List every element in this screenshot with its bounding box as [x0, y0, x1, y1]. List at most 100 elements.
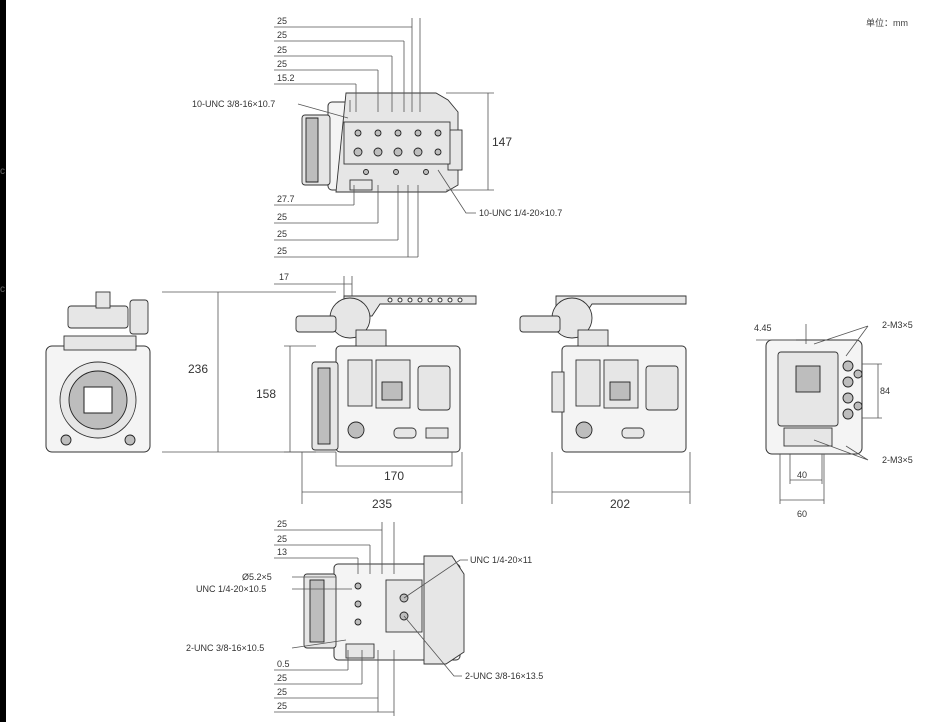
- top-view-lower-dim-0: 27.7: [277, 194, 295, 204]
- bottom-view-plate: [385, 579, 423, 633]
- top-view-callout-left-leader: [297, 103, 349, 119]
- bottom-view-lower-dim-lines: [274, 669, 394, 713]
- rear-view-dim-84: 84: [880, 386, 890, 396]
- side-view-right-dim-202: 202: [610, 497, 630, 511]
- bottom-view-callout-unc-right: UNC 1/4-20×11: [470, 555, 532, 565]
- rear-view-connectors: [842, 360, 863, 420]
- rear-view-445-dim-line: [756, 324, 807, 344]
- side-view-handle-arm: [295, 315, 337, 333]
- side-view-port: [425, 427, 449, 439]
- front-view-handle: [67, 305, 129, 329]
- bottom-view-callout-unc-right-leader: [403, 559, 468, 599]
- bottom-view-mount-ring: [309, 579, 325, 643]
- side-view-mount-ring: [317, 367, 331, 445]
- side-view-right-screen: [609, 381, 631, 401]
- side-view-dim-235: 235: [372, 497, 392, 511]
- side-view-right-handle-base: [577, 329, 609, 347]
- top-view-foot: [349, 179, 373, 191]
- side-view-dial: [347, 421, 365, 439]
- dimension-drawing: 单位：mm 25 25: [45, 16, 913, 716]
- front-view-handle-clamp: [129, 299, 149, 335]
- side-view-panel-left: [347, 359, 373, 407]
- top-view-upper-dim-lines: [274, 26, 412, 85]
- top-view-lower-dim-3: 25: [277, 246, 287, 256]
- edge-glyph-upper: c: [0, 166, 5, 177]
- rear-view-dim-40: 40: [797, 470, 807, 480]
- bottom-view-callout-2unc-right-leader: [403, 615, 462, 677]
- top-view-plate: [343, 121, 451, 165]
- rear-view-dim-60: 60: [797, 509, 807, 519]
- top-view-height-dim-line: [446, 92, 494, 191]
- top-view-holes: [353, 129, 442, 175]
- bottom-view-foot: [345, 643, 375, 659]
- side-view-dim-236: 236: [188, 362, 208, 376]
- rear-view-callout-top-leader: [813, 325, 869, 357]
- top-view-height-dim: 147: [492, 135, 512, 149]
- rear-view-40-dim-line: [789, 454, 823, 484]
- top-view-upper-dim-4: 15.2: [277, 73, 295, 83]
- front-view-handle-top: [95, 291, 111, 309]
- top-view: 25 25 25 25 15.2 27.7 25 25 25 147 10-UN…: [192, 16, 562, 258]
- bottom-view-upper-dim-2: 13: [277, 547, 287, 557]
- side-view-screen: [381, 381, 403, 401]
- side-view-right-front-plate: [551, 371, 565, 413]
- side-view-right-panel-right: [645, 365, 679, 411]
- top-view-lower-dim-1: 25: [277, 212, 287, 222]
- front-view-sensor: [83, 386, 113, 414]
- top-view-lower-extension-lines: [353, 185, 419, 257]
- rear-view-callout-top: 2-M3×5: [882, 320, 913, 330]
- bottom-view-lower-dim-1: 25: [277, 673, 287, 683]
- top-view-upper-dim-2: 25: [277, 45, 287, 55]
- bottom-view-lower-dim-0: 0.5: [277, 659, 290, 669]
- side-view-dim-17: 17: [279, 272, 289, 282]
- rear-view-dim-445: 4.45: [754, 323, 772, 333]
- top-view-upper-dim-1: 25: [277, 30, 287, 40]
- edge-glyph-lower: c: [0, 284, 5, 295]
- side-view-right-button: [621, 427, 645, 439]
- side-view-dim-170: 170: [384, 469, 404, 483]
- side-view-right-202-dim-line: [551, 452, 691, 504]
- side-view-158-dim-line: [284, 345, 316, 453]
- side-view-right-panel-left: [575, 359, 601, 407]
- bottom-view-lower-extension-lines: [347, 650, 395, 716]
- front-view-shoulder: [63, 335, 137, 351]
- rear-view-callout-bottom-leader: [813, 439, 869, 461]
- side-view-handle-base: [355, 329, 387, 347]
- rear-view-bottom-block: [783, 427, 833, 447]
- side-view-handle-holes: [387, 297, 463, 303]
- bottom-view-upper-extension-lines: [357, 522, 395, 574]
- bottom-view-callout-2unc-left-leader: [291, 639, 347, 649]
- front-view: [45, 291, 151, 453]
- front-view-knob-right: [124, 434, 136, 446]
- top-view-callout-left: 10-UNC 3/8-16×10.7: [192, 99, 275, 109]
- bottom-view-callout-2unc-right: 2-UNC 3/8-16×13.5: [465, 671, 543, 681]
- bottom-view-lower-dim-3: 25: [277, 701, 287, 711]
- front-view-knob-left: [60, 434, 72, 446]
- rear-view-callout-bottom: 2-M3×5: [882, 455, 913, 465]
- bottom-view-callout-unc-left: UNC 1/4-20×10.5: [196, 584, 266, 594]
- bottom-view-callout-2unc-left: 2-UNC 3/8-16×10.5: [186, 643, 264, 653]
- side-view-button: [393, 427, 417, 439]
- side-view-235-dim-line: [301, 452, 463, 504]
- side-view-panel-right: [417, 365, 451, 411]
- bottom-view: 25 25 13 0.5 25 25 25 Ø5.2×5 UNC 1/4-20×…: [186, 519, 543, 716]
- top-view-lower-dim-lines: [274, 204, 418, 258]
- rear-view-60-dim-line: [779, 454, 825, 504]
- bottom-view-rear-outline: [423, 555, 465, 665]
- top-view-upper-dim-3: 25: [277, 59, 287, 69]
- top-view-lower-dim-2: 25: [277, 229, 287, 239]
- top-view-mount-ring: [305, 117, 319, 183]
- side-view-dim-158: 158: [256, 387, 276, 401]
- top-view-upper-extension-lines: [349, 18, 421, 112]
- top-view-upper-dim-0: 25: [277, 16, 287, 26]
- bottom-view-upper-dim-1: 25: [277, 534, 287, 544]
- rear-view-84-dim-line: [862, 363, 882, 419]
- drawing-sheet: 单位：mm 25 25: [6, 0, 940, 722]
- rear-view: 4.45 84 40 60 2-M3×5 2-M3×5: [754, 320, 913, 519]
- unit-label: 单位：mm: [866, 17, 908, 28]
- side-view-right: 202: [519, 295, 691, 511]
- bottom-view-callout-phi: Ø5.2×5: [242, 572, 272, 582]
- side-view-left: 236 158 17: [162, 272, 477, 511]
- top-view-callout-right-leader: [437, 169, 476, 214]
